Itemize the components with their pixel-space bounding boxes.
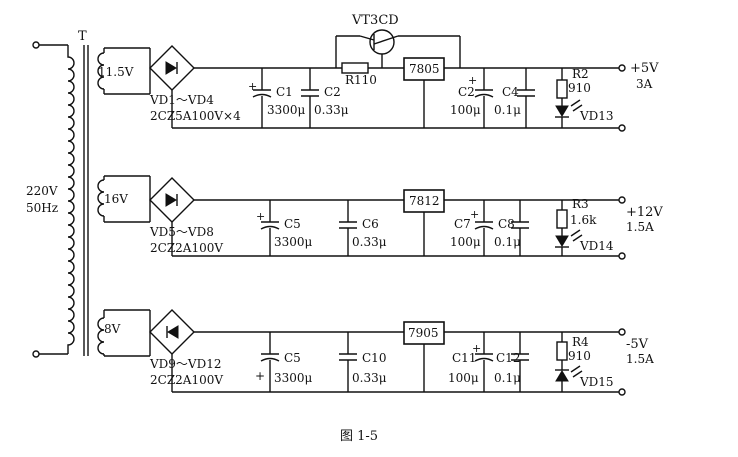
secondary-winding-3 — [97, 317, 105, 355]
primary-frequency-label: 50Hz — [26, 201, 58, 215]
r3-value: 1.6k — [570, 213, 597, 227]
rail-plus5v: + + — [103, 13, 659, 132]
led-vd13-label: VD13 — [579, 109, 614, 123]
c10-value: 0.33μ — [352, 371, 387, 385]
rail-1-output-terminal — [618, 64, 626, 72]
c4-name: C4 — [502, 85, 519, 99]
rectifier-3-part: 2CZ2A100V — [150, 373, 223, 387]
svg-text:+: + — [256, 210, 265, 223]
rail-minus5v: + + VD9～VD12 2CZ2A100V — [103, 309, 654, 396]
c2-name: C2 — [324, 85, 341, 99]
c2-value: 0.33μ — [314, 103, 349, 117]
regulator-7805-label: 7805 — [409, 62, 440, 76]
c7-name: C7 — [454, 217, 471, 231]
led-vd13-icon — [555, 105, 569, 117]
rectifier-2-part: 2CZ2A100V — [150, 241, 223, 255]
transistor-label: VT3CD — [351, 13, 399, 28]
primary-terminal-bottom — [32, 350, 40, 358]
rail-3-current: 1.5A — [626, 352, 654, 366]
r2-value: 910 — [568, 81, 591, 95]
rectifier-3-label: VD9～VD12 — [149, 357, 221, 371]
c3-value: 100μ — [450, 103, 481, 117]
rectifier-1-label: VD1～VD4 — [149, 93, 214, 107]
rectifier-2-label: VD5～VD8 — [149, 225, 214, 239]
svg-text:+: + — [470, 208, 479, 221]
rail-3-ground-terminal — [618, 388, 626, 396]
bridge-3-diode-icon — [167, 325, 179, 339]
secondary-3-voltage: 8V — [104, 322, 121, 336]
rail-2-ground-terminal — [618, 252, 626, 260]
resistor-r3 — [556, 209, 568, 229]
primary-voltage-label: 220V — [26, 184, 58, 198]
bridge-1-diode-icon — [165, 61, 177, 75]
primary-winding — [67, 45, 75, 354]
bridge-2-diode-icon — [165, 193, 177, 207]
c6-name: C6 — [362, 217, 379, 231]
r4-name: R4 — [572, 335, 589, 349]
c9-name: C5 — [284, 351, 301, 365]
c3-name: C2 — [458, 85, 475, 99]
rail-plus12v: + + VD5～VD8 2CZ2A100V — [103, 175, 663, 260]
rail-2-voltage: +12V — [626, 205, 663, 220]
rail-1-current: 3A — [636, 77, 653, 91]
r2-name: R2 — [572, 67, 589, 81]
transformer: T 220V 50Hz 11.5V 16V 8V — [26, 29, 134, 358]
secondary-winding-1 — [97, 52, 105, 90]
svg-text:+: + — [468, 74, 477, 87]
figure-caption: 图 1-5 — [340, 429, 378, 444]
rail-2-output-terminal — [618, 196, 626, 204]
svg-text:+: + — [248, 80, 257, 93]
c12-name: C12 — [496, 351, 520, 365]
rectifier-1-part: 2CZ5A100V×4 — [150, 109, 241, 123]
transformer-name: T — [78, 29, 87, 44]
led-vd15-label: VD15 — [579, 375, 614, 389]
rail-3-output-terminal — [618, 328, 626, 336]
rail-2-current: 1.5A — [626, 220, 654, 234]
c4-value: 0.1μ — [494, 103, 521, 117]
secondary-1-voltage: 11.5V — [98, 65, 134, 79]
c1-value: 3300μ — [267, 103, 306, 117]
c9-value: 3300μ — [274, 371, 313, 385]
regulator-7812-label: 7812 — [409, 194, 440, 208]
c11-value: 100μ — [448, 371, 479, 385]
secondary-2-voltage: 16V — [104, 192, 128, 206]
c12-value: 0.1μ — [494, 371, 521, 385]
c8-name: C8 — [498, 217, 515, 231]
resistor-r2 — [556, 79, 568, 99]
rail-3-voltage: -5V — [626, 337, 649, 352]
r3-name: R3 — [572, 197, 589, 211]
r4-value: 910 — [568, 349, 591, 363]
primary-terminal-top — [32, 41, 40, 49]
resistor-r4 — [556, 341, 568, 361]
c5-name: C5 — [284, 217, 301, 231]
c11-name: C11 — [452, 351, 476, 365]
regulator-7905-label: 7905 — [408, 326, 439, 340]
c5-value: 3300μ — [274, 235, 313, 249]
svg-text:+: + — [255, 369, 265, 383]
c7-value: 100μ — [450, 235, 481, 249]
resistor-r1 — [341, 62, 369, 74]
led-vd14-icon — [555, 235, 569, 247]
secondary-winding-2 — [97, 179, 105, 217]
svg-text:+: + — [472, 342, 481, 355]
led-vd15-icon — [555, 370, 569, 382]
rail-1-ground-terminal — [618, 124, 626, 132]
rail-1-voltage: +5V — [630, 61, 659, 76]
c6-value: 0.33μ — [352, 235, 387, 249]
c8-value: 0.1μ — [494, 235, 521, 249]
c10-name: C10 — [362, 351, 386, 365]
led-vd14-label: VD14 — [579, 239, 614, 253]
r1-label: R110 — [345, 73, 377, 87]
c1-name: C1 — [276, 85, 293, 99]
